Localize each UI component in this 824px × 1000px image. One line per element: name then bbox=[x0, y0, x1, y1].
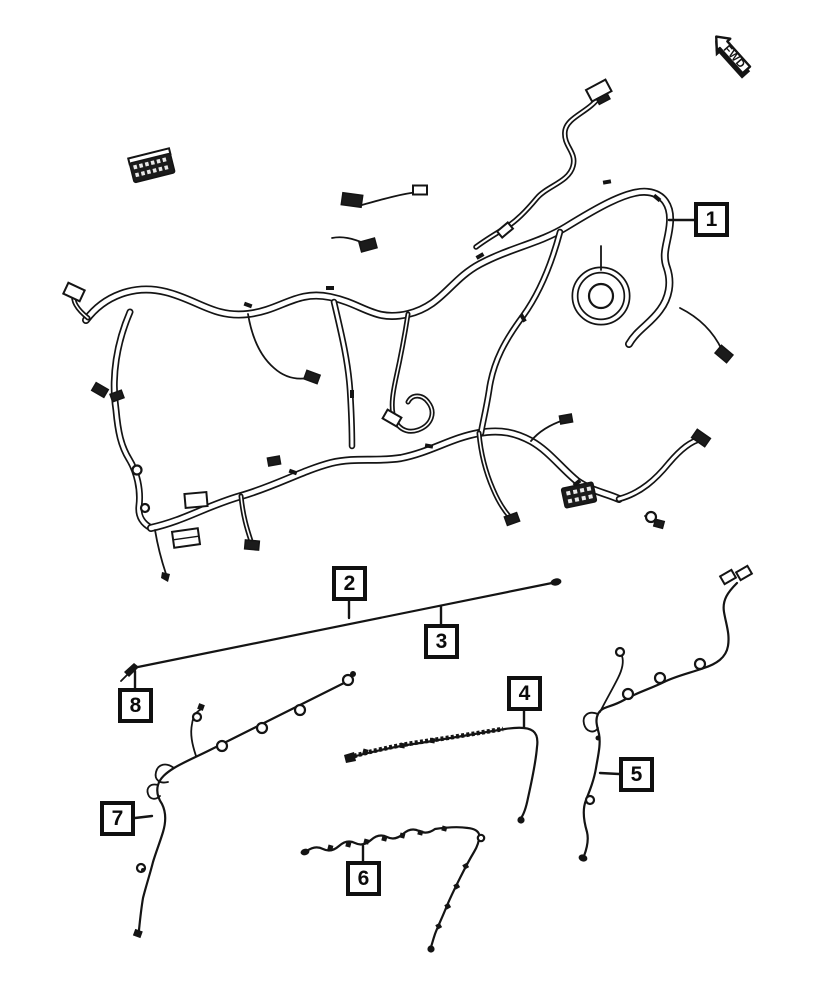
callout-5-label: 5 bbox=[630, 762, 643, 786]
callout-6[interactable]: 6 bbox=[346, 861, 381, 896]
callout-3-label: 3 bbox=[435, 629, 448, 653]
callout-leader-lines bbox=[133, 218, 696, 863]
callout-7[interactable]: 7 bbox=[100, 801, 135, 836]
harness-5-drawing bbox=[578, 564, 754, 862]
harness-6-drawing bbox=[300, 825, 486, 953]
callout-3[interactable]: 3 bbox=[424, 624, 459, 659]
callout-6-label: 6 bbox=[357, 866, 370, 890]
callout-8-label: 8 bbox=[129, 693, 142, 717]
callout-2-label: 2 bbox=[343, 571, 356, 595]
callout-4-label: 4 bbox=[518, 681, 531, 705]
pin-connector-block-icon bbox=[127, 147, 176, 184]
antenna-cable-drawing bbox=[120, 578, 562, 682]
harness-7-drawing bbox=[132, 671, 356, 939]
fwd-arrow-icon: FWD bbox=[715, 35, 752, 79]
callout-4[interactable]: 4 bbox=[507, 676, 542, 711]
mirror-wire-connector bbox=[584, 78, 613, 106]
callout-1[interactable]: 1 bbox=[694, 202, 729, 237]
callout-2[interactable]: 2 bbox=[332, 566, 367, 601]
main-harness-drawing bbox=[61, 78, 735, 582]
harness-4-drawing bbox=[344, 726, 539, 824]
callout-5[interactable]: 5 bbox=[619, 757, 654, 792]
steering-column-ring bbox=[573, 268, 629, 324]
callout-1-label: 1 bbox=[705, 207, 718, 231]
multi-pin-connector-block bbox=[560, 481, 598, 509]
callout-7-label: 7 bbox=[111, 806, 124, 830]
callout-8[interactable]: 8 bbox=[118, 688, 153, 723]
